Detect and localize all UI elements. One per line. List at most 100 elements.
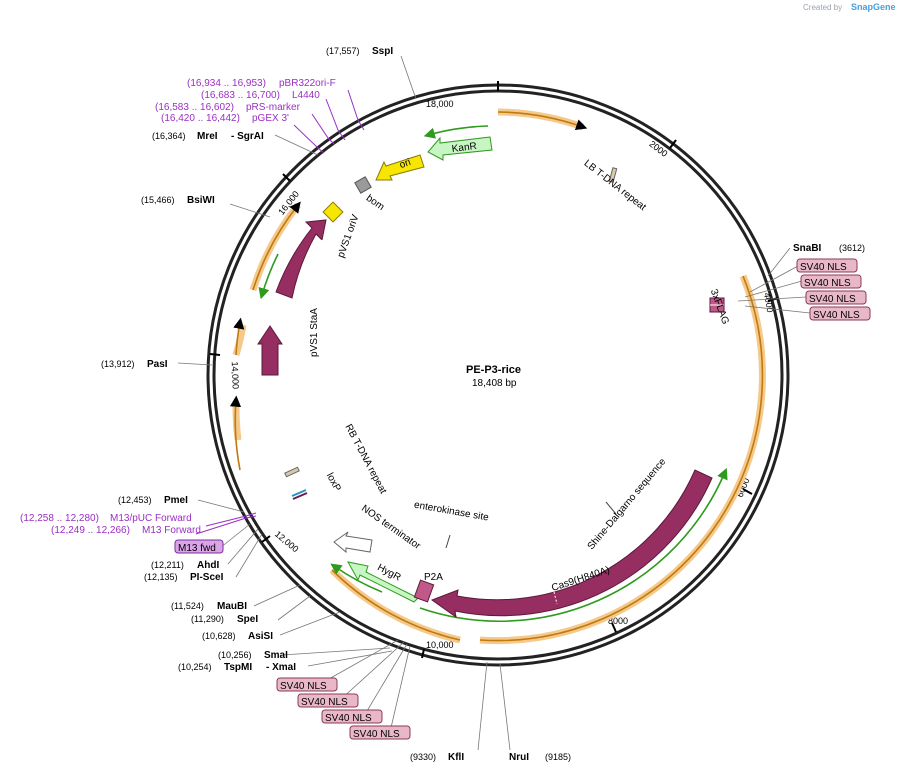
sv40-nls-label: SV40 NLS: [280, 681, 327, 692]
credit-text: Created by: [803, 3, 842, 12]
enzyme-name: MauBI: [217, 601, 247, 612]
enzyme-name: SmaI: [264, 650, 288, 661]
feature-enterokinase: enterokinase site: [413, 500, 490, 549]
orf-arc-right: [479, 274, 766, 645]
sv40-nls-label: SV40 NLS: [813, 310, 860, 321]
enzyme-ahdi[interactable]: (12,211) AhdI: [151, 560, 219, 571]
enzyme-coord: (16,364): [152, 131, 186, 141]
enzyme-nrui[interactable]: NruI (9185): [509, 752, 571, 763]
enzyme-asisi[interactable]: (10,628) AsiSI: [202, 631, 273, 642]
tick-label-4000: 4000: [762, 292, 775, 313]
enzyme-name: PI-SceI: [190, 572, 224, 583]
primer-name: M13 Forward: [142, 525, 201, 536]
enzyme-spei[interactable]: (11,290) SpeI: [191, 614, 258, 625]
enzyme-name: TspMI: [224, 662, 252, 673]
feature-ori[interactable]: ori: [375, 154, 425, 181]
tick-label-8000: 8000: [608, 616, 628, 626]
enzyme-tspmi[interactable]: (10,254) TspMI - XmaI: [178, 662, 296, 673]
primer-coord: (16,420 .. 16,442): [161, 113, 240, 124]
sv40-nls-bottom-1[interactable]: SV40 NLS: [276, 677, 338, 692]
enzyme-coord: (12,135): [144, 572, 178, 582]
enzyme-coord: (9185): [545, 752, 571, 762]
feature-bom[interactable]: bom: [354, 176, 386, 213]
feature-loxp[interactable]: loxP: [291, 471, 343, 500]
feature-pvs1-oriv[interactable]: pVS1 oriV: [322, 201, 362, 259]
tick-label-2000: 2000: [647, 139, 669, 159]
primer-m13-forward[interactable]: (12,249 .. 12,266) M13 Forward: [51, 525, 201, 536]
enzyme-name: PasI: [147, 359, 168, 370]
primer-coord: (16,934 .. 16,953): [187, 78, 266, 89]
feature-loxp-label: loxP: [324, 471, 343, 494]
enzyme-smai[interactable]: (10,256) SmaI: [218, 650, 288, 661]
enzyme-coord: (11,290): [191, 614, 224, 624]
enzyme-bsiwi[interactable]: (15,466) BsiWI: [141, 195, 215, 206]
enzyme-name: NruI: [509, 752, 529, 763]
enzyme-pmei[interactable]: (12,453) PmeI: [118, 495, 188, 506]
enzyme-coord: (13,912): [101, 359, 135, 369]
feature-kanr[interactable]: KanR: [427, 136, 493, 161]
feature-lb-repeat[interactable]: LB T-DNA repeat: [582, 158, 648, 213]
sv40-nls-right-3[interactable]: SV40 NLS: [805, 290, 867, 305]
tick-label-18000: 18,000: [426, 99, 454, 109]
primer-prs-marker[interactable]: (16,583 .. 16,602) pRS-marker: [155, 102, 301, 113]
enzyme-name: KflI: [448, 752, 464, 763]
enzyme-kfli[interactable]: (9330) KflI: [410, 752, 464, 763]
primer-pgex3[interactable]: (16,420 .. 16,442) pGEX 3': [161, 113, 289, 124]
enzyme-name: BsiWI: [187, 195, 215, 206]
enzyme-snabi[interactable]: SnaBI (3612): [793, 243, 865, 254]
plasmid-name: PE-P3-rice: [466, 364, 521, 376]
enzyme-maubi[interactable]: (11,524) MauBI: [171, 601, 247, 612]
sv40-nls-right-2[interactable]: SV40 NLS: [800, 274, 862, 289]
enzyme-name: AhdI: [197, 560, 219, 571]
feature-pvs1-staa[interactable]: pVS1 StaA: [257, 308, 320, 376]
sv40-nls-bottom-3[interactable]: SV40 NLS: [321, 709, 383, 724]
feature-pvs1-repa[interactable]: pVS1 RepA: [275, 219, 331, 299]
feature-cas9[interactable]: Cas9(H840A): [430, 469, 713, 619]
sv40-nls-bottom-2[interactable]: SV40 NLS: [297, 693, 359, 708]
credit-brand: SnapGene: [851, 2, 896, 12]
enzyme-sspi[interactable]: (17,557) SspI: [326, 46, 393, 57]
tick-label-14000: 14,000: [230, 361, 241, 389]
enzyme-extra: - XmaI: [266, 662, 296, 673]
enzyme-coord: (12,453): [118, 495, 152, 505]
enzyme-leaders: [177, 55, 811, 751]
sv40-nls-label: SV40 NLS: [804, 278, 851, 289]
sv40-nls-label: SV40 NLS: [325, 713, 372, 724]
feature-bom-label: bom: [364, 193, 386, 213]
tick-label-12000: 12,000: [273, 529, 301, 554]
enzyme-name: MreI: [197, 131, 218, 142]
sv40-nls-right-1[interactable]: SV40 NLS: [796, 258, 858, 273]
enzyme-coord: (10,256): [218, 650, 252, 660]
enzyme-coord: (3612): [839, 243, 865, 253]
sv40-nls-label: SV40 NLS: [809, 294, 856, 305]
primer-pbr322ori-f[interactable]: (16,934 .. 16,953) pBR322ori-F: [187, 78, 336, 89]
feature-nos[interactable]: NOS terminator: [333, 503, 423, 554]
enzyme-mrei[interactable]: (16,364) MreI - SgrAI: [152, 131, 264, 142]
feature-pvs1-staa-label: pVS1 StaA: [309, 308, 320, 357]
sv40-nls-right-4[interactable]: SV40 NLS: [809, 306, 871, 321]
feature-ori-label: ori: [398, 157, 412, 171]
primer-m13-puc-forward[interactable]: (12,258 .. 12,280) M13/pUC Forward: [20, 513, 192, 524]
plasmid-length: 18,408 bp: [472, 378, 517, 389]
feature-p2a[interactable]: P2A: [413, 572, 443, 603]
primer-coord: (12,258 .. 12,280): [20, 513, 99, 524]
feature-kanr-label: KanR: [451, 141, 477, 155]
primer-l4440[interactable]: (16,683 .. 16,700) L4440: [201, 90, 320, 101]
enzyme-coord: (15,466): [141, 195, 175, 205]
sv40-nls-bottom-4[interactable]: SV40 NLS: [349, 725, 411, 740]
feature-3xflag[interactable]: 3xFLAG: [708, 288, 731, 326]
orf-arc-top: [497, 108, 585, 131]
m13-fwd-box[interactable]: M13 fwd: [174, 539, 224, 554]
enzyme-coord: (9330): [410, 752, 436, 762]
sv40-nls-label: SV40 NLS: [800, 262, 847, 273]
enzyme-pasi[interactable]: (13,912) PasI: [101, 359, 168, 370]
enzyme-coord: (11,524): [171, 601, 204, 611]
orf-arcs: [229, 108, 766, 645]
primer-name: M13/pUC Forward: [110, 513, 192, 524]
enzyme-coord: (12,211): [151, 560, 184, 570]
enzyme-name: SnaBI: [793, 243, 822, 254]
enzyme-coord: (10,628): [202, 631, 236, 641]
feature-lb-label: LB T-DNA repeat: [582, 158, 648, 213]
enzyme-pi-scei[interactable]: (12,135) PI-SceI: [144, 572, 224, 583]
enzyme-name: AsiSI: [248, 631, 273, 642]
